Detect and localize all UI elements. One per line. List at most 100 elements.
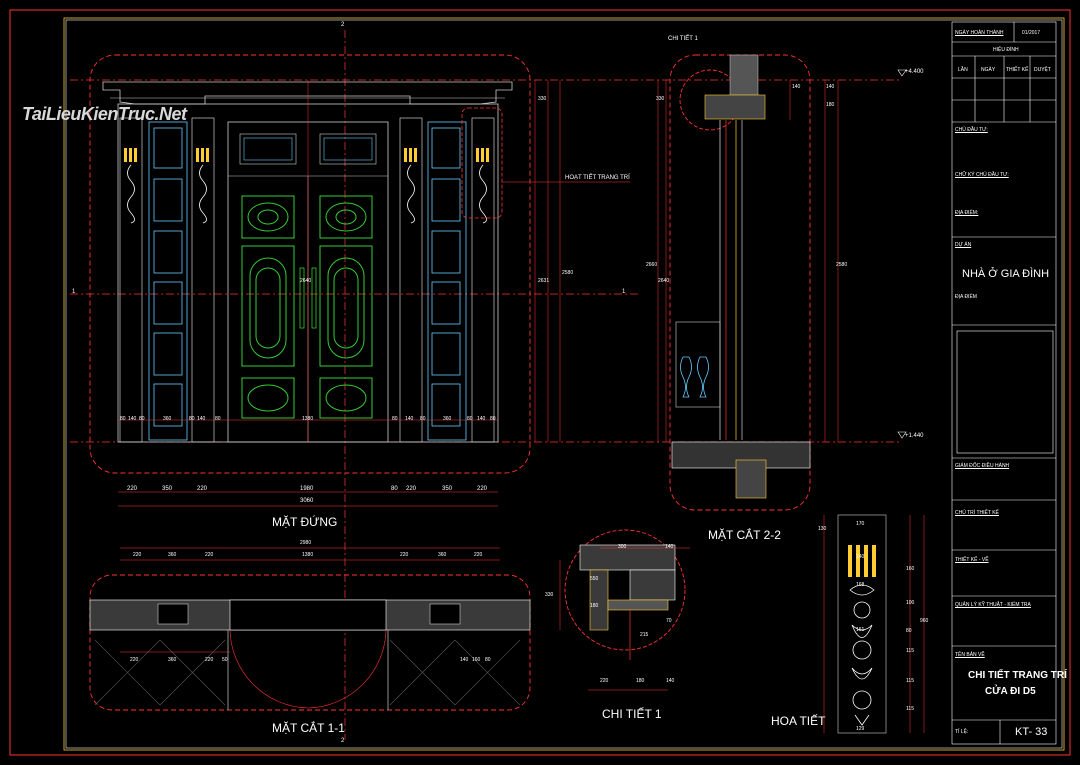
dim-text: 80 xyxy=(215,416,221,422)
dim-text: 115 xyxy=(906,648,914,654)
axis-1-left: 1 xyxy=(72,289,76,295)
dim-text: 220 xyxy=(130,657,139,663)
sheet-inner-frame xyxy=(63,17,1065,751)
dim-text: 350 xyxy=(442,486,453,492)
ornament-carving xyxy=(849,584,875,726)
pilasters xyxy=(119,117,495,443)
section-1-1-title: MẶT CẮT 1-1 xyxy=(272,721,345,735)
dim-text: 80 xyxy=(490,416,496,422)
dim-text: 140 xyxy=(197,416,206,422)
dim-text: 220 xyxy=(205,552,214,558)
dim-text: 140 xyxy=(826,84,835,90)
dim-text: 2660 xyxy=(646,262,658,268)
title-block xyxy=(951,21,1057,745)
dim-text: 80 xyxy=(420,416,426,422)
dim-text: 2640 xyxy=(300,278,312,284)
tb-scale-label: TỈ LỆ: xyxy=(955,729,969,735)
drawing-border xyxy=(65,19,1063,749)
section-2-2-title: MẶT CẮT 2-2 xyxy=(708,528,781,542)
dim-text: 1980 xyxy=(300,486,314,492)
tb-rev-col: THIẾT KẾ xyxy=(1006,67,1029,73)
dim-text: 140 xyxy=(666,678,675,684)
dim-text: 330 xyxy=(545,592,554,598)
ornament-callout-box xyxy=(461,107,503,219)
section-2-2-view xyxy=(657,54,907,511)
dim-text: 180 xyxy=(826,102,835,108)
dim-text: 350 xyxy=(162,486,173,492)
tb-rev-col: LẦN xyxy=(958,67,968,73)
dim-text: 960 xyxy=(920,618,929,624)
tb-project-label: DỰ ÁN xyxy=(955,242,972,248)
dim-text: 300 xyxy=(618,544,627,550)
dim-text: 80 xyxy=(120,416,126,422)
dim-text: 1380 xyxy=(302,416,314,422)
dim-text: 80 xyxy=(485,657,491,663)
dim-text: 130 xyxy=(818,526,827,532)
tb-project-location: ĐỊA ĐIỂM xyxy=(955,294,977,300)
dim-text: 330 xyxy=(656,96,665,102)
elevation-dimensions xyxy=(118,80,561,507)
dim-text: 140 xyxy=(128,416,137,422)
dim-text: 50 xyxy=(222,657,228,663)
dim-text: 80 xyxy=(189,416,195,422)
dim-text: 2580 xyxy=(562,270,574,276)
tb-drawing-name-1: CHI TIẾT TRANG TRÍ xyxy=(968,670,1067,681)
tb-qa: QUẢN LÝ KỸ THUẬT - KIỂM TRA xyxy=(955,602,1031,608)
dim-text: 80 xyxy=(391,486,398,492)
dim-text: 360 xyxy=(163,416,172,422)
dim-text: 2580 xyxy=(836,262,848,268)
tb-chief-design: CHỦ TRÌ THIẾT KẾ xyxy=(955,510,999,516)
tb-project-name: NHÀ Ở GIA ĐÌNH xyxy=(962,268,1050,280)
dim-text: 160 xyxy=(906,566,915,572)
dim-text: 215 xyxy=(640,632,649,638)
dim-text: 220 xyxy=(600,678,609,684)
dim-text: 80 xyxy=(906,628,912,634)
dim-text: 80 xyxy=(467,416,473,422)
tb-date-value: 01/2017 xyxy=(1022,30,1041,36)
dim-text: 140 xyxy=(477,416,486,422)
dim-text: 161 xyxy=(856,627,865,633)
dim-text: 220 xyxy=(406,486,417,492)
dim-text: 140 xyxy=(405,416,414,422)
dim-text: 220 xyxy=(127,486,138,492)
tb-designer: THIẾT KẾ - VẼ xyxy=(955,557,989,563)
dim-text: 140 xyxy=(856,554,865,560)
dim-text: 115 xyxy=(906,706,914,712)
detail-1-view xyxy=(559,529,690,691)
dim-text: 360 xyxy=(443,416,452,422)
dim-text: 160 xyxy=(472,657,481,663)
dim-text: 330 xyxy=(538,96,547,102)
level-top: +4.400 xyxy=(905,69,924,75)
tb-location: ĐỊA ĐIỂM: xyxy=(955,210,979,216)
dim-text: 180 xyxy=(636,678,645,684)
dim-text: 70 xyxy=(666,618,672,624)
dim-text: 550 xyxy=(590,576,599,582)
elevation-view xyxy=(89,54,630,507)
dim-text: 115 xyxy=(906,678,914,684)
watermark-logo: TaiLieuKienTruc.Net xyxy=(22,104,187,124)
dim-text: 80 xyxy=(392,416,398,422)
dim-text: 220 xyxy=(477,486,488,492)
dim-text: 129 xyxy=(856,726,865,732)
carved-panels xyxy=(241,195,373,419)
dim-text: 360 xyxy=(168,657,177,663)
tb-date-label: NGÀY HOÀN THÀNH xyxy=(955,30,1004,36)
elevation-boundary xyxy=(89,54,531,474)
dim-text: 220 xyxy=(197,486,208,492)
axis-2-bottom: 2 xyxy=(341,738,345,744)
tb-sheet-no: KT- 33 xyxy=(1015,726,1048,738)
elevation-title: MẶT ĐỨNG xyxy=(272,515,338,529)
tb-rev-col: DUYỆT xyxy=(1034,67,1051,73)
tb-investor-sign: CHỮ KÝ CHỦ ĐẦU TƯ: xyxy=(955,172,1009,178)
axis-lines xyxy=(70,30,900,740)
ornament-title: HOA TIẾT xyxy=(771,714,826,728)
sheet-outer-frame xyxy=(9,9,1071,756)
axis-2-top: 2 xyxy=(341,22,345,28)
tb-revision-header: HIỆU ĐÍNH xyxy=(993,47,1019,53)
capital-ornaments xyxy=(124,148,489,162)
dim-text: 220 xyxy=(205,657,214,663)
dim-text: 140 xyxy=(665,544,674,550)
section-1-1-view xyxy=(89,547,531,711)
dim-text: 220 xyxy=(400,552,409,558)
dim-text: 180 xyxy=(590,603,599,609)
